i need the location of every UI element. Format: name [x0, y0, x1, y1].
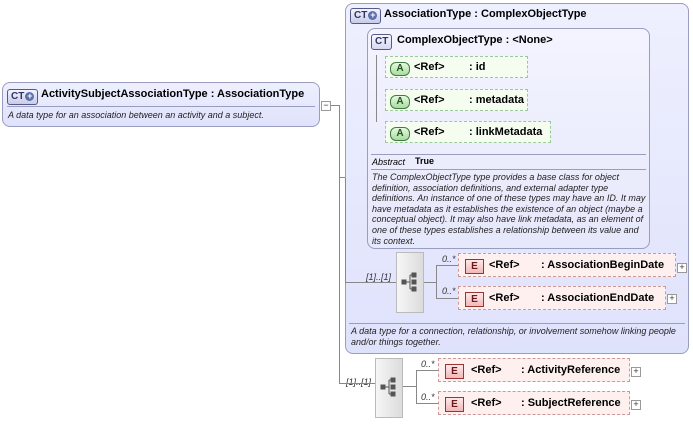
association-type-title: AssociationType : ComplexObjectType [384, 8, 587, 20]
element-subject-reference[interactable]: E <Ref> : SubjectReference [438, 391, 630, 415]
main-type-description: A data type for an association between a… [8, 110, 264, 120]
abstract-value: True [415, 156, 435, 166]
divider [349, 323, 685, 324]
connector [436, 265, 437, 299]
connector [424, 282, 436, 283]
outer-sequence-compositor[interactable] [375, 358, 403, 418]
connector [403, 386, 416, 387]
attribute-ref: <Ref> [414, 94, 445, 106]
attribute-name: : metadata [469, 94, 525, 106]
collapse-toggle[interactable]: − [321, 101, 331, 111]
attribute-ref: <Ref> [414, 126, 445, 138]
divider [7, 106, 315, 107]
attribute-metadata[interactable]: A <Ref> : metadata [385, 89, 528, 111]
element-cardinality: 0..* [442, 286, 456, 296]
association-type-box[interactable]: CT+ AssociationType : ComplexObjectType … [345, 3, 689, 354]
complex-type-icon: CT [371, 34, 393, 50]
element-icon: E [465, 292, 484, 307]
connector [345, 178, 346, 283]
element-name: : SubjectReference [521, 397, 621, 409]
divider [371, 154, 646, 155]
expand-toggle[interactable]: + [631, 400, 641, 410]
connector [376, 55, 377, 122]
activity-subject-association-type-box[interactable]: CT+ ActivitySubjectAssociationType : Ass… [2, 82, 320, 127]
element-association-begin-date[interactable]: E <Ref> : AssociationBeginDate [458, 253, 676, 277]
complex-object-type-title: ComplexObjectType : <None> [397, 34, 553, 46]
connector [416, 370, 438, 371]
attribute-icon: A [390, 127, 410, 141]
element-association-end-date[interactable]: E <Ref> : AssociationEndDate [458, 286, 666, 310]
expand-toggle[interactable]: + [631, 367, 641, 377]
complex-type-icon: CT+ [7, 89, 39, 105]
sequence-icon [380, 377, 396, 397]
element-icon: E [445, 364, 464, 379]
attribute-link-metadata[interactable]: A <Ref> : linkMetadata [385, 121, 551, 143]
element-name: : AssociationEndDate [541, 292, 655, 304]
attribute-name: : linkMetadata [469, 126, 543, 138]
attribute-icon: A [390, 62, 410, 76]
connector [339, 383, 375, 384]
connector [436, 298, 458, 299]
association-type-description: A data type for a connection, relationsh… [351, 326, 676, 347]
main-type-title: ActivitySubjectAssociationType : Associa… [41, 88, 305, 100]
element-ref: <Ref> [471, 397, 502, 409]
complex-object-type-box[interactable]: CT ComplexObjectType : <None> A <Ref> : … [367, 28, 650, 249]
attribute-icon: A [390, 95, 410, 109]
sequence-icon [401, 272, 417, 292]
connector [416, 403, 438, 404]
element-icon: E [465, 259, 484, 274]
attribute-id[interactable]: A <Ref> : id [385, 56, 528, 78]
connector [436, 265, 458, 266]
outer-sequence-cardinality: [1]..[1] [346, 377, 372, 387]
complex-object-type-description: The ComplexObjectType type provides a ba… [372, 172, 646, 246]
element-cardinality: 0..* [421, 392, 435, 402]
element-ref: <Ref> [489, 292, 520, 304]
connector [416, 370, 417, 403]
connector [331, 105, 340, 106]
element-name: : ActivityReference [521, 364, 621, 376]
connector [339, 105, 340, 383]
expand-toggle[interactable]: + [667, 294, 677, 304]
attribute-name: : id [469, 61, 486, 73]
abstract-label: Abstract [372, 157, 406, 167]
divider [371, 169, 646, 170]
sequence-compositor[interactable] [396, 252, 424, 313]
element-name: : AssociationBeginDate [541, 259, 665, 271]
element-activity-reference[interactable]: E <Ref> : ActivityReference [438, 358, 630, 382]
expand-toggle[interactable]: + [677, 263, 687, 273]
connector [346, 282, 396, 283]
element-ref: <Ref> [489, 259, 520, 271]
sequence-cardinality: [1]..[1] [366, 272, 392, 282]
element-cardinality: 0..* [442, 254, 456, 264]
connector [339, 177, 346, 178]
element-ref: <Ref> [471, 364, 502, 376]
attribute-ref: <Ref> [414, 61, 445, 73]
element-cardinality: 0..* [421, 359, 435, 369]
element-icon: E [445, 397, 464, 412]
complex-type-icon: CT+ [350, 8, 382, 24]
